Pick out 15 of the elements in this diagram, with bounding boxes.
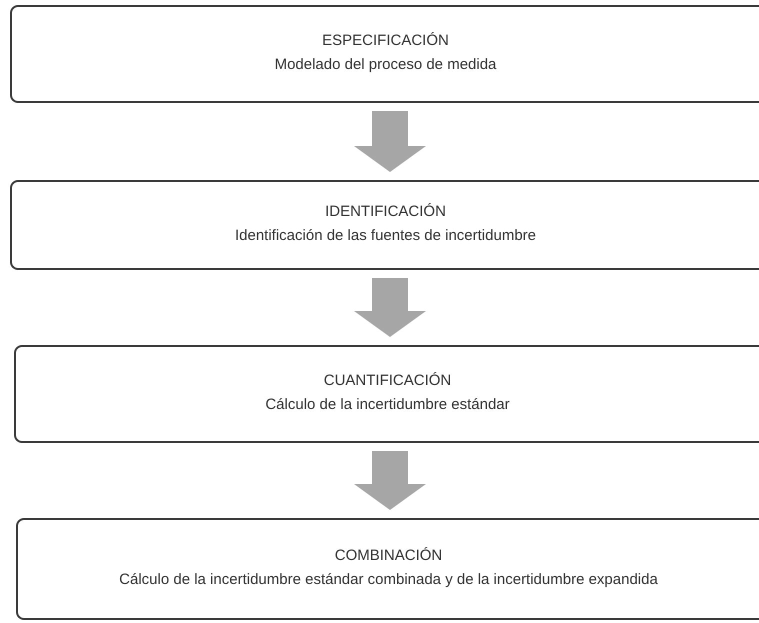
process-box [10, 5, 759, 103]
block-arrow [354, 451, 426, 510]
step-heading: COMBINACIÓN [334, 547, 442, 564]
step-heading: CUANTIFICACIÓN [324, 372, 452, 390]
block-arrow [354, 278, 426, 337]
process-box [14, 345, 759, 443]
step-heading: ESPECIFICACIÓN [322, 32, 449, 50]
block-arrow [354, 111, 426, 172]
step-heading: IDENTIFICACIÓN [325, 203, 446, 220]
step-description: Identificación de las fuentes de incertidumbre [234, 226, 536, 246]
step-description: Cálculo de la incertidumbre estándar [265, 395, 510, 416]
step-description: Modelado del proceso de medida [274, 55, 496, 76]
process-box [10, 180, 759, 270]
step-description: Cálculo de la incertidumbre estándar combinada y de la incertidumbre expandida [119, 570, 658, 590]
process-box [16, 518, 759, 620]
